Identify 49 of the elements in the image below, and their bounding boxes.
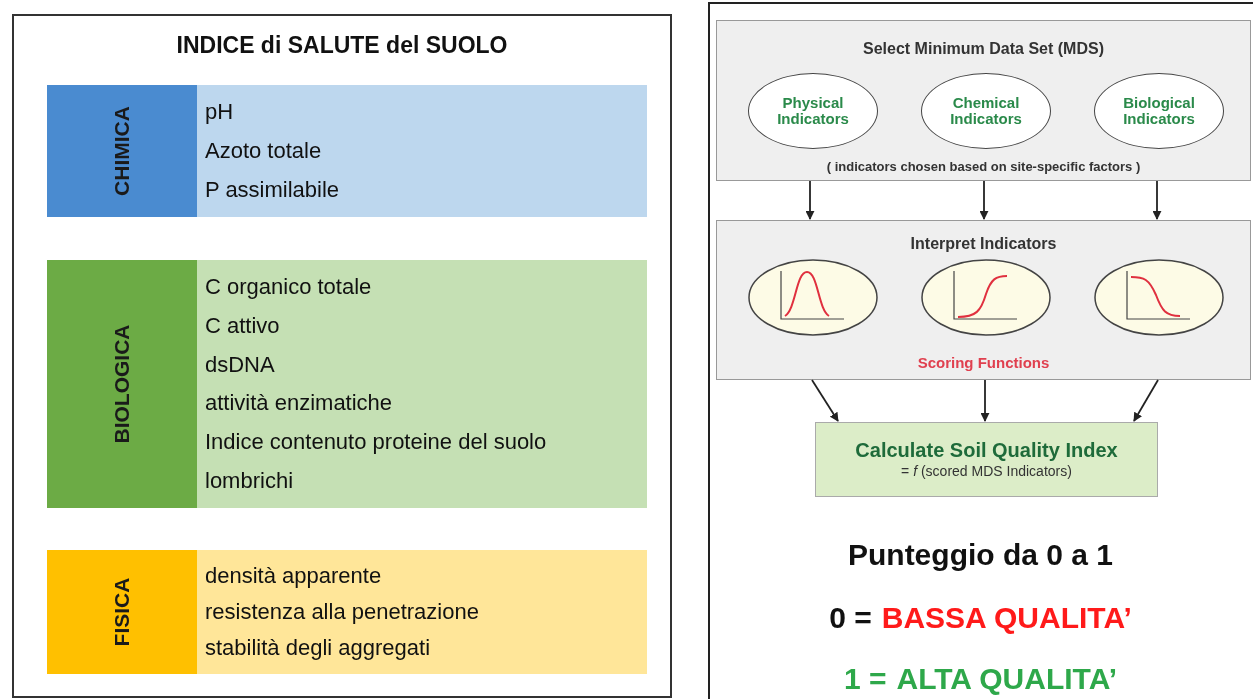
indicator-text: Azoto totale: [205, 140, 323, 162]
score-text: ALTA QUALITA’: [896, 661, 1118, 697]
ellipse-label: Physical Indicators: [776, 95, 850, 127]
indicator-text: P assimilabile: [205, 178, 341, 201]
scoring-function-drawing: [1094, 259, 1224, 336]
indicator-text: C attivo: [205, 315, 281, 337]
indicator-text: attività enzimatiche: [205, 392, 394, 415]
score-text: 0 =: [829, 600, 872, 636]
result-formula: = f (scored MDS Indicators): [901, 463, 1072, 481]
indicator-list-box: [197, 85, 647, 217]
result-title: Calculate Soil Quality Index: [855, 438, 1118, 464]
ellipse-label: Biological Indicators: [1122, 95, 1196, 127]
ellipse-label: Chemical Indicators: [949, 95, 1023, 127]
arrow: [805, 180, 815, 220]
step-title: Interpret Indicators: [909, 234, 1058, 254]
arrow: [1152, 180, 1162, 220]
category-label: BIOLOGICA: [109, 324, 135, 444]
indicator-text: lombrichi: [205, 469, 295, 492]
indicator-list-box: [197, 260, 647, 508]
scoring-function-drawing: [921, 259, 1051, 336]
category-label: CHIMICA: [109, 106, 135, 196]
indicator-list-box: [197, 550, 647, 674]
score-text: BASSA QUALITA’: [881, 600, 1132, 636]
indicator-text: C organico totale: [205, 276, 373, 299]
panel-title: INDICE di SALUTE del SUOLO: [175, 31, 509, 60]
process-box: [716, 220, 1251, 380]
panel: [12, 14, 672, 698]
scoring-function-drawing: [748, 259, 878, 336]
process-box: [716, 20, 1251, 181]
category-band: [47, 260, 197, 508]
category-band: [47, 85, 197, 217]
step-subtitle: Scoring Functions: [916, 353, 1051, 373]
arrow: [811, 379, 839, 422]
arrow: [980, 379, 990, 422]
indicator-text: resistenza alla penetrazione: [205, 601, 480, 623]
step-title: Select Minimum Data Set (MDS): [862, 39, 1105, 59]
result-box: [815, 422, 1158, 497]
arrow: [979, 180, 989, 220]
score-text: Punteggio da 0 a 1: [847, 537, 1114, 573]
indicator-text: densità apparente: [205, 565, 383, 587]
score-text: 1 =: [843, 661, 887, 697]
category-band: [47, 550, 197, 674]
category-label: FISICA: [109, 577, 135, 647]
indicator-text: Indice contenuto proteine del suolo: [205, 430, 548, 453]
indicator-text: pH: [205, 101, 235, 124]
step-note: ( indicators chosen based on site-specific factors ): [825, 157, 1142, 176]
indicator-text: dsDNA: [205, 353, 276, 376]
indicator-text: stabilità degli aggregati: [205, 637, 432, 659]
arrow: [1133, 379, 1159, 422]
